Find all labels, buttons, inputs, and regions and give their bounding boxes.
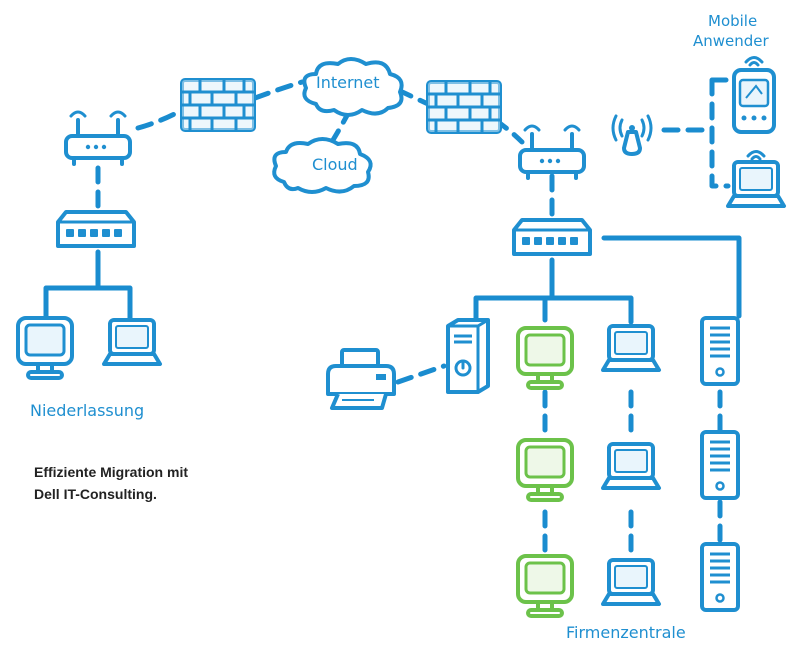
tower-server-icon: [700, 316, 740, 386]
tower-server-icon: [700, 430, 740, 500]
link-hq-switch-tree: [473, 257, 634, 325]
router-icon: [64, 110, 132, 166]
link-hq-switch-server: [601, 235, 742, 319]
firewall-icon: [180, 78, 256, 132]
hq-label: Firmenzentrale: [566, 623, 686, 642]
monitor-icon: [516, 438, 574, 502]
link-wireless-phone: [709, 77, 731, 189]
internet-label: Internet: [316, 73, 380, 92]
printer-icon: [326, 348, 396, 410]
pc-tower-icon: [446, 318, 490, 394]
caption-line1: Effiziente Migration mit: [34, 464, 188, 480]
firewall-icon: [426, 80, 502, 134]
link-branch-router-firewall: [135, 107, 185, 131]
tower-server-icon: [700, 542, 740, 612]
laptop-icon: [726, 150, 786, 208]
cloud-label: Cloud: [312, 155, 358, 174]
mobile-users-label-line1: Mobile: [708, 12, 757, 30]
link-branch-switch-tree: [43, 249, 133, 321]
router-icon: [518, 124, 586, 180]
monitor-icon: [16, 316, 74, 380]
laptop-icon: [601, 558, 661, 606]
link-printer-pc: [395, 363, 447, 385]
monitor-icon: [516, 554, 574, 618]
mobile-users-label-line2: Anwender: [693, 32, 770, 50]
cloud-icon: [302, 57, 404, 117]
caption: Effiziente Migration mit Dell IT-Consult…: [34, 461, 188, 505]
laptop-icon: [102, 318, 162, 366]
link-firewall-internet: [252, 79, 305, 101]
laptop-icon: [601, 442, 661, 490]
wireless-access-point-icon: [611, 114, 653, 156]
switch-icon: [56, 210, 136, 248]
connection-lines: [43, 77, 742, 559]
monitor-icon: [516, 326, 574, 390]
switch-icon: [512, 218, 592, 256]
laptop-icon: [601, 324, 661, 372]
branch-label: Niederlassung: [30, 401, 144, 420]
smartphone-icon: [732, 56, 776, 134]
caption-line2: Dell IT-Consulting.: [34, 486, 157, 502]
cloud-icon: [272, 137, 373, 194]
